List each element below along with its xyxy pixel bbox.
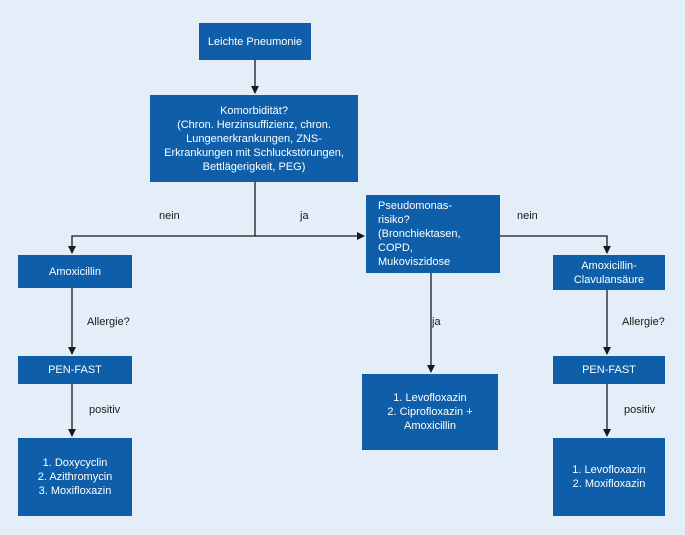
amoxicillin-text: Amoxicillin [49, 265, 101, 278]
node-amoxiclav: Amoxicillin- Clavulansäure [553, 255, 665, 290]
label-ja-middle: ja [300, 210, 309, 222]
label-nein-left: nein [159, 210, 180, 222]
node-penfast-right: PEN-FAST [553, 356, 665, 384]
pseudomonas-line-3: (Bronchiektasen, [378, 228, 461, 240]
doxy-line-3: 3. Moxifloxazin [38, 485, 112, 497]
label-ja-down: ja [432, 316, 441, 328]
levo-moxi-line-2: 2. Moxifloxazin [572, 478, 646, 490]
comorbidity-line-2: (Chron. Herzinsuffizienz, chron. [177, 118, 331, 131]
comorbidity-line-4: Erkrankungen mit Schluckstörungen, [164, 146, 344, 159]
comorbidity-line-5: Bettlägerigkeit, PEG) [202, 160, 306, 173]
node-start: Leichte Pneumonie [199, 23, 311, 60]
node-amoxicillin: Amoxicillin [18, 255, 132, 288]
node-start-text: Leichte Pneumonie [207, 35, 303, 48]
doxy-line-1: 1. Doxycyclin [42, 457, 108, 469]
label-allergie-right: Allergie? [622, 316, 665, 328]
node-pseudomonas: Pseudomonas- risiko? (Bronchiektasen, CO… [366, 195, 500, 273]
amoxiclav-line-2: Clavulansäure [573, 273, 645, 286]
comorbidity-line-3: Lungenerkrankungen, ZNS- [186, 132, 322, 145]
label-positiv-right: positiv [624, 404, 656, 416]
penfast-left-text: PEN-FAST [48, 364, 102, 376]
pseudomonas-line-4: COPD, [378, 242, 413, 254]
node-penfast-left: PEN-FAST [18, 356, 132, 384]
node-comorbidity: Komorbidität? (Chron. Herzinsuffizienz, … [150, 95, 358, 182]
pseudomonas-line-2: risiko? [378, 214, 410, 226]
edge-to-amoxicillin [68, 235, 255, 254]
pseudomonas-line-1: Pseudomonas- [378, 200, 452, 212]
comorbidity-line-1: Komorbidität? [220, 104, 288, 117]
label-positiv-left: positiv [89, 404, 121, 416]
edge-to-amoxiclav [500, 235, 611, 254]
levo-cipro-line-1: 1. Levofloxazin [393, 392, 467, 404]
levo-cipro-line-2: 2. Ciprofloxazin + [387, 406, 473, 418]
levo-cipro-line-3: Amoxicillin [404, 420, 456, 432]
label-allergie-left: Allergie? [87, 316, 130, 328]
amoxiclav-line-1: Amoxicillin- [581, 259, 637, 272]
node-levo-cipro: 1. Levofloxazin 2. Ciprofloxazin + Amoxi… [362, 374, 498, 450]
node-levo-moxi: 1. Levofloxazin 2. Moxifloxazin [553, 438, 665, 516]
levo-moxi-line-1: 1. Levofloxazin [572, 464, 646, 476]
doxy-line-2: 2. Azithromycin [37, 471, 113, 483]
penfast-right-text: PEN-FAST [582, 364, 636, 376]
pseudomonas-line-5: Mukoviszidose [378, 256, 451, 268]
node-doxy: 1. Doxycyclin 2. Azithromycin 3. Moxiflo… [18, 438, 132, 516]
label-nein-right: nein [517, 210, 538, 222]
